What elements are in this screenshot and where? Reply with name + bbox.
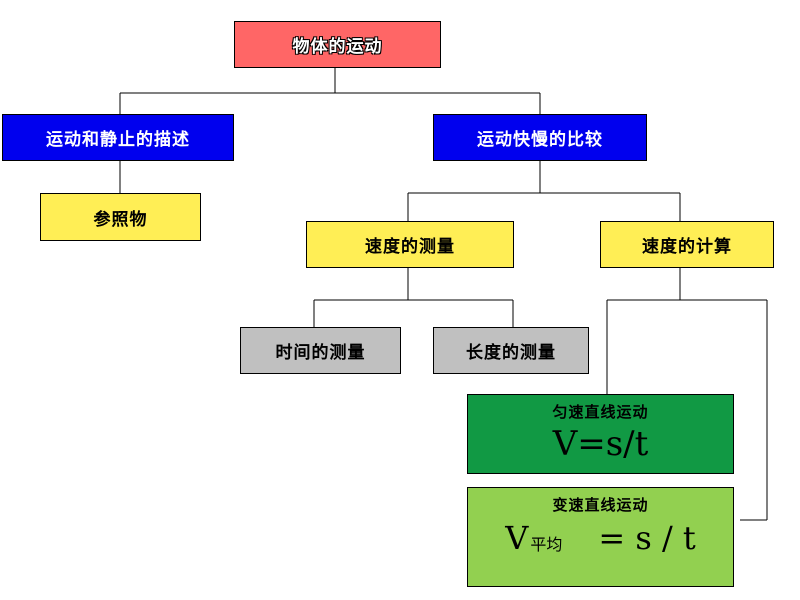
node-uniform-motion-title: 匀速直线运动 [552,403,649,421]
node-variable-motion-title: 变速直线运动 [552,496,649,514]
node-speed-measurement: 速度的测量 [306,221,514,268]
variable-formula-v: V [505,519,529,557]
node-motion-description-label: 运动和静止的描述 [46,130,190,150]
node-length-measurement: 长度的测量 [433,327,589,374]
node-speed-measurement-label: 速度的测量 [365,237,455,257]
node-length-measurement-label: 长度的测量 [466,343,556,363]
node-speed-comparison: 运动快慢的比较 [433,114,647,161]
node-reference: 参照物 [40,193,201,241]
node-speed-comparison-label: 运动快慢的比较 [477,130,603,150]
node-time-measurement: 时间的测量 [240,327,401,374]
node-reference-label: 参照物 [93,209,148,230]
node-root-label: 物体的运动 [292,37,383,57]
uniform-formula: V=s/t [552,424,649,464]
variable-formula: V 平均 = s / t [505,519,696,557]
variable-formula-subscript: 平均 [530,535,563,554]
node-speed-calculation: 速度的计算 [600,221,774,268]
node-variable-motion: 变速直线运动 V 平均 = s / t [467,487,734,587]
node-time-measurement-label: 时间的测量 [275,343,366,363]
variable-formula-rest: = s / t [598,519,696,557]
node-speed-calculation-label: 速度的计算 [642,237,732,257]
node-uniform-motion: 匀速直线运动 V=s/t [467,394,734,474]
node-motion-description: 运动和静止的描述 [2,114,234,161]
node-root: 物体的运动 [234,21,441,68]
